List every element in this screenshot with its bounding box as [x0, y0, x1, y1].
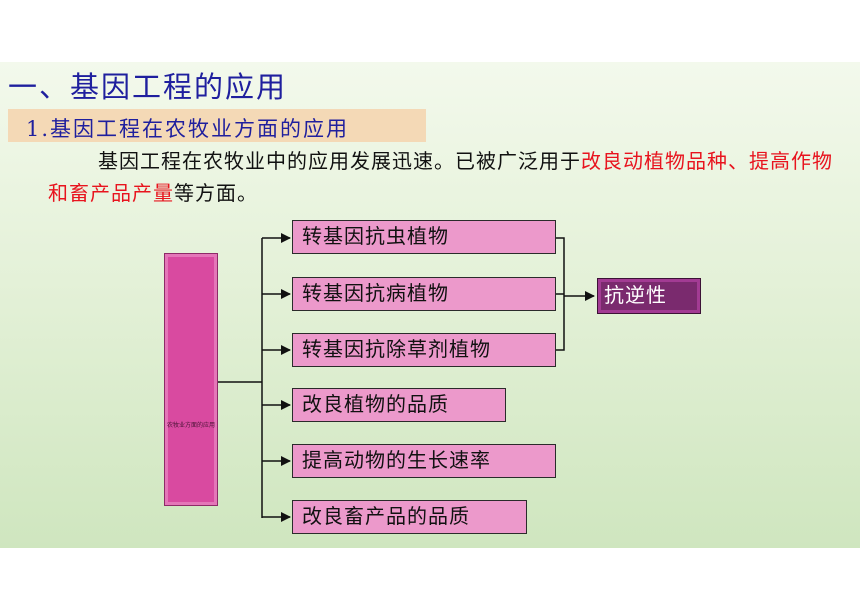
intro-paragraph: 基因工程在农牧业中的应用发展迅速。已被广泛用于改良动植物品种、提高作物和畜产品产… [48, 145, 838, 209]
root-node: 农牧业方面的应用 [164, 253, 218, 506]
branch-node-6: 改良畜产品的品质 [292, 500, 527, 534]
root-node-label: 农牧业方面的应用 [166, 422, 215, 429]
paragraph-highlight-2: 提高作物和畜产品产量 [48, 149, 833, 205]
subtitle-band [8, 109, 426, 142]
section-subtitle: 1.基因工程在农牧业方面的应用 [26, 117, 350, 141]
result-node: 抗逆性 [597, 278, 701, 314]
branch-node-5: 提高动物的生长速率 [292, 444, 556, 478]
paragraph-text-3: 等方面。 [174, 181, 258, 205]
branch-node-3: 转基因抗除草剂植物 [292, 333, 556, 367]
page-title: 一、基因工程的应用 [8, 70, 288, 104]
paragraph-separator: 、 [728, 149, 749, 173]
branch-node-4: 改良植物的品质 [292, 388, 506, 422]
paragraph-text-1: 基因工程在农牧业中的应用发展迅速。已被广泛用于 [98, 149, 581, 173]
branch-node-1: 转基因抗虫植物 [292, 220, 556, 254]
branch-node-2: 转基因抗病植物 [292, 277, 556, 311]
paragraph-highlight-1: 改良动植物品种 [581, 149, 728, 173]
